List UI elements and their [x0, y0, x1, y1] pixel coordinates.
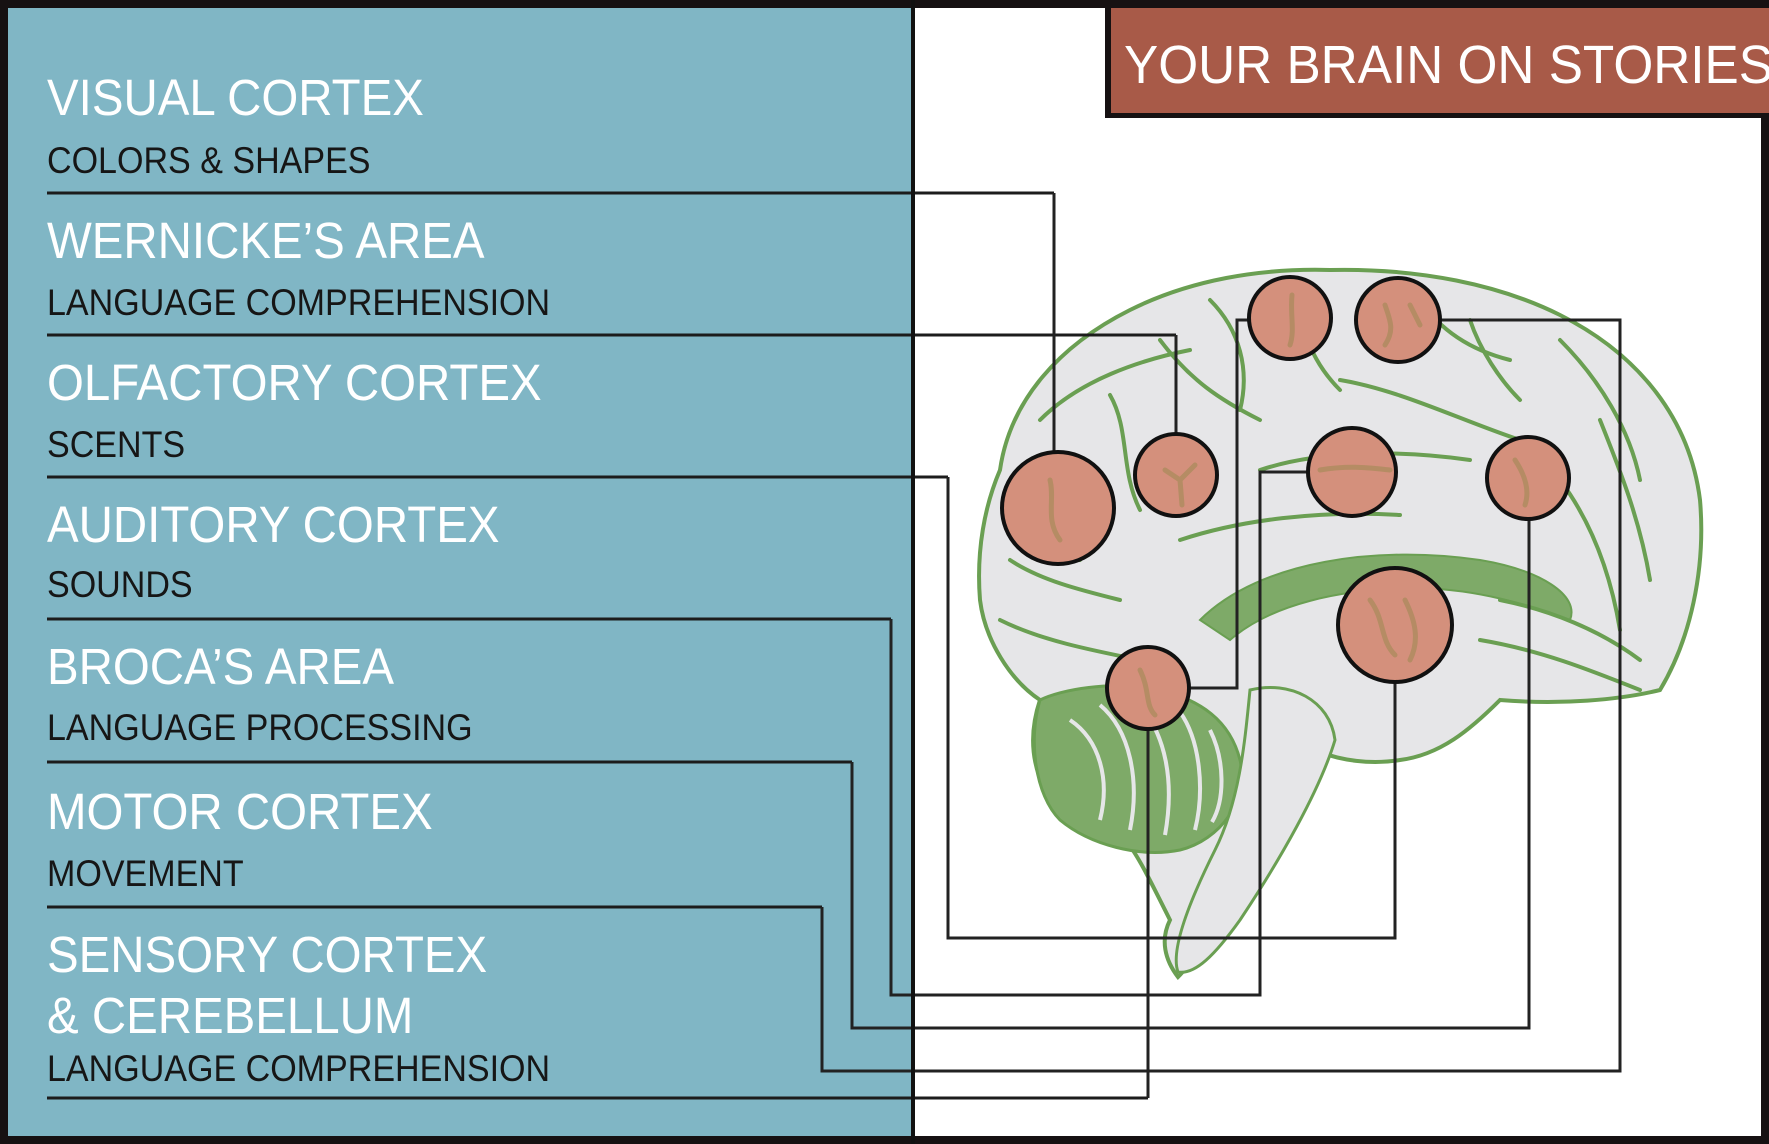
- row-dividers: [47, 191, 1176, 1100]
- region-function-auditory: SOUNDS: [47, 564, 193, 605]
- page-title: YOUR BRAIN ON STORIES: [1124, 35, 1769, 95]
- region-title-sensory-line2: & CEREBELLUM: [47, 987, 414, 1044]
- marker-olfactory[interactable]: [1336, 566, 1454, 684]
- connector-olfactory: [946, 477, 1397, 940]
- title-banner: YOUR BRAIN ON STORIES: [1105, 4, 1769, 118]
- connector-cerebellum: [1189, 318, 1250, 690]
- region-title-visual: VISUAL CORTEX: [47, 69, 424, 126]
- marker-top-b[interactable]: [1354, 276, 1442, 364]
- region-title-broca: BROCA’S AREA: [47, 638, 395, 695]
- brain-stem: [1174, 685, 1337, 974]
- connector-auditory: [889, 470, 1308, 997]
- panel-divider: [911, 0, 915, 1144]
- connector-motor: [820, 318, 1622, 1073]
- region-function-visual: COLORS & SHAPES: [47, 140, 371, 181]
- marker-texture: [1047, 292, 1530, 718]
- region-markers: [1000, 275, 1571, 731]
- title-banner-fill: YOUR BRAIN ON STORIES: [1111, 8, 1769, 113]
- region-function-olfactory: SCENTS: [47, 424, 186, 465]
- region-title-auditory: AUDITORY CORTEX: [47, 496, 500, 553]
- region-function-motor: MOVEMENT: [47, 853, 244, 894]
- region-title-olfactory: OLFACTORY CORTEX: [47, 354, 542, 411]
- region-function-wernicke: LANGUAGE COMPREHENSION: [47, 282, 551, 323]
- region-function-sensory: LANGUAGE COMPREHENSION: [47, 1048, 551, 1089]
- connector-broca: [850, 519, 1531, 1030]
- region-title-wernicke: WERNICKE’S AREA: [47, 212, 485, 269]
- labels-panel: [8, 8, 912, 1137]
- region-title-sensory: SENSORY CORTEX: [47, 926, 488, 983]
- connectors: [820, 193, 1622, 1098]
- region-function-broca: LANGUAGE PROCESSING: [47, 707, 473, 748]
- marker-broca[interactable]: [1485, 435, 1571, 521]
- marker-auditory[interactable]: [1306, 426, 1398, 518]
- region-title-motor: MOTOR CORTEX: [47, 783, 433, 840]
- marker-visual[interactable]: [1000, 450, 1116, 566]
